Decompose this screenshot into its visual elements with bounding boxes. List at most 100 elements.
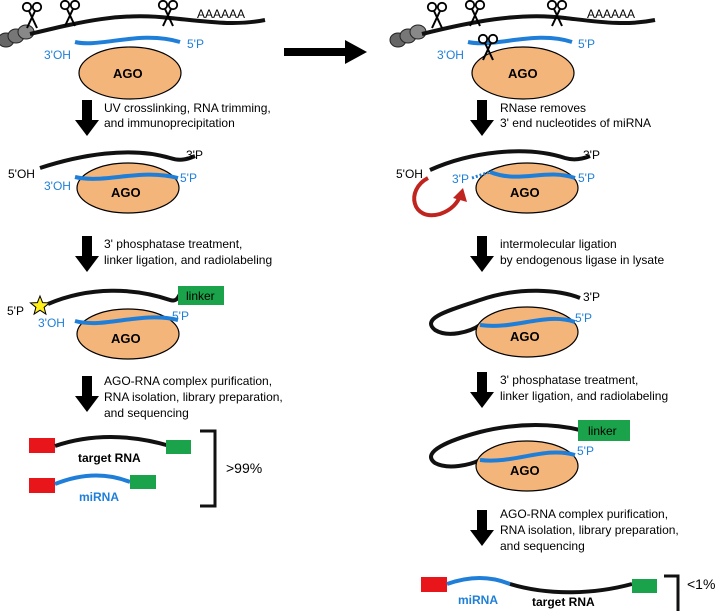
right-ligated-complex: 3'P 5'P AGO xyxy=(429,288,600,358)
adapter-5p-box xyxy=(421,577,447,592)
curved-arrow-head-icon xyxy=(453,188,467,202)
step-arrow xyxy=(470,510,494,546)
step-arrow xyxy=(470,100,494,136)
mirna-strand xyxy=(74,172,179,181)
left-crosslinked-complex: 5'OH 3'P 3'OH 5'P AGO xyxy=(8,148,203,214)
mirna-5p-label: 5'P xyxy=(187,37,204,51)
mirna-3p-label: 3'P xyxy=(452,172,469,186)
left-step1-line2: and immunoprecipitation xyxy=(104,116,235,130)
mirna-strand xyxy=(467,35,573,46)
mirna-strand xyxy=(74,35,181,46)
ribosome-icon xyxy=(389,24,427,48)
right-step2-line2: by endogenous ligase in lysate xyxy=(500,253,664,267)
left-step2-line1: 3' phosphatase treatment, xyxy=(104,237,242,251)
linker-box xyxy=(578,420,630,441)
left-step3-line1: AGO-RNA complex purification, xyxy=(104,374,272,388)
mirna-5p-label: 5'P xyxy=(180,171,197,185)
target-rna-fragment xyxy=(429,423,581,469)
linker-box xyxy=(178,286,224,305)
mirna-5p-label: 5'P xyxy=(575,311,592,325)
mirna-5p-label: 5'P xyxy=(578,37,595,51)
right-step3-line2: linker ligation, and radiolabeling xyxy=(500,389,668,403)
target-5oh-label: 5'OH xyxy=(8,167,35,181)
target-5p-label: 5'P xyxy=(7,304,24,318)
adapter-5p-box xyxy=(29,478,55,493)
linker-label: linker xyxy=(588,424,617,438)
mirna-label: miRNA xyxy=(458,593,498,607)
target-rna-label: target RNA xyxy=(532,595,595,609)
ago-label: AGO xyxy=(510,463,540,478)
mirna-strand xyxy=(489,170,576,180)
adapter-5p-box xyxy=(29,438,55,453)
linker-box xyxy=(130,475,156,489)
ago-label: AGO xyxy=(111,185,141,200)
step-arrow xyxy=(75,236,99,272)
curved-arrow-icon xyxy=(412,176,462,218)
mirna-strand xyxy=(74,315,179,326)
right-step4-line3: and sequencing xyxy=(500,539,585,553)
linker-label: linker xyxy=(186,289,215,303)
mirna-3oh-label: 3'OH xyxy=(38,316,65,330)
right-step2-line1: intermolecular ligation xyxy=(500,237,617,251)
ago-label: AGO xyxy=(508,66,538,81)
percentage-left: >99% xyxy=(226,460,262,476)
scissors-icon xyxy=(157,0,179,28)
target-3p-label: 3'P xyxy=(186,148,203,162)
linker-box xyxy=(632,579,657,593)
left-sequencing-reads: target RNA miRNA >99% xyxy=(29,429,262,508)
mirna-3oh-label: 3'OH xyxy=(44,179,71,193)
right-step4-line2: RNA isolation, library preparation, xyxy=(500,523,679,537)
left-step3-line3: and sequencing xyxy=(104,406,189,420)
ago-label: AGO xyxy=(510,329,540,344)
target-5oh-label: 5'OH xyxy=(396,167,423,181)
radiolabel-star-icon xyxy=(29,294,51,316)
target-rna-read xyxy=(54,435,171,448)
target-rna-read xyxy=(509,582,633,595)
left-linker-complex: 5'P linker 3'OH 5'P AGO xyxy=(7,286,224,360)
mirna-read xyxy=(446,576,511,586)
right-initial-complex: AAAAAA 3'OH 5'P AGO xyxy=(389,0,656,100)
ago-label: AGO xyxy=(111,331,141,346)
ago-protein xyxy=(471,46,575,100)
right-step3-line1: 3' phosphatase treatment, xyxy=(500,373,638,387)
scissors-icon xyxy=(426,1,448,30)
step-arrow xyxy=(75,376,99,412)
right-step4-line1: AGO-RNA complex purification, xyxy=(500,507,668,521)
target-3p-label: 3'P xyxy=(583,148,600,162)
right-trimmed-complex: 5'OH 3'P 3'P 5'P AGO xyxy=(396,148,600,218)
poly-a-tail: AAAAAA xyxy=(587,7,635,21)
scissors-icon xyxy=(21,1,43,30)
mirna-label: miRNA xyxy=(79,490,119,504)
right-step1-line1: RNase removes xyxy=(500,101,586,115)
mirna-read xyxy=(54,473,131,486)
target-rna-fragment xyxy=(39,150,196,170)
ago-label: AGO xyxy=(510,185,540,200)
mirna-strand xyxy=(479,450,576,463)
ago-label: AGO xyxy=(113,66,143,81)
mirna-5p-label: 5'P xyxy=(577,444,594,458)
left-step1-line1: UV crosslinking, RNA trimming, xyxy=(104,101,271,115)
left-step3-line2: RNA isolation, library preparation, xyxy=(104,390,283,404)
left-initial-complex: AAAAAA 3'OH 5'P AGO xyxy=(0,0,266,100)
mirna-3oh-label: 3'OH xyxy=(437,48,464,62)
step-arrow xyxy=(75,100,99,136)
target-rna-fragment xyxy=(429,288,581,336)
target-rna-fragment xyxy=(47,288,182,306)
poly-a-tail: AAAAAA xyxy=(197,7,245,21)
percentage-right: <1% xyxy=(687,576,715,592)
right-chimeric-read: miRNA target RNA <1% xyxy=(421,574,715,611)
mirna-5p-label: 5'P xyxy=(172,309,189,323)
target-3p-label: 3'P xyxy=(583,290,600,304)
ribosome-icon xyxy=(0,24,35,48)
transition-arrow xyxy=(284,40,367,64)
bracket xyxy=(200,429,217,508)
scissors-icon xyxy=(546,0,568,28)
step-arrow xyxy=(470,236,494,272)
mirna-strand xyxy=(479,317,576,328)
bracket xyxy=(664,574,680,611)
linker-box xyxy=(166,440,191,454)
step-arrow xyxy=(470,372,494,408)
mirna-3oh-label: 3'OH xyxy=(44,48,71,62)
removed-nucleotides xyxy=(471,170,491,180)
